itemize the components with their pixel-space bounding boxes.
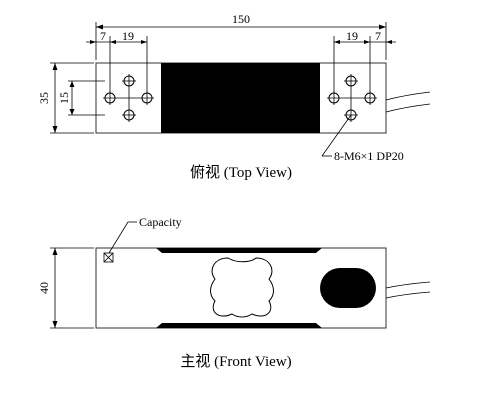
dim-top-height: 35 bbox=[37, 62, 94, 134]
top-view-cable bbox=[385, 91, 431, 101]
top-view-caption: 俯视 (Top View) bbox=[190, 164, 292, 181]
dim-front-height-label: 40 bbox=[37, 282, 51, 294]
top-view: 150 7 19 19 7 bbox=[37, 12, 431, 181]
front-view: Capacity 40 主视 (Front View) bbox=[37, 215, 431, 370]
dim-left-spacing-label: 19 bbox=[122, 29, 134, 43]
dim-hole-spacing-label: 15 bbox=[57, 92, 71, 104]
front-view-bottom-strip bbox=[156, 323, 322, 328]
capacity-marker: Capacity bbox=[103, 215, 182, 263]
dim-right-spacing-label: 19 bbox=[346, 29, 358, 43]
dim-total-width: 150 bbox=[95, 12, 387, 60]
dim-right-small: 19 7 bbox=[333, 29, 396, 92]
top-view-strain-section bbox=[161, 63, 320, 133]
dim-hole-spacing: 15 bbox=[57, 80, 105, 116]
hole-callout-label: 8-M6×1 DP20 bbox=[334, 149, 404, 163]
dim-front-height: 40 bbox=[37, 247, 94, 329]
dim-left-small: 7 19 bbox=[86, 29, 148, 92]
front-view-center-bore bbox=[210, 257, 274, 318]
left-hole-pattern bbox=[103, 74, 154, 122]
front-view-cable-hole bbox=[320, 268, 376, 308]
front-view-top-strip bbox=[156, 248, 322, 253]
dim-total-label: 150 bbox=[232, 12, 250, 26]
front-view-caption: 主视 (Front View) bbox=[180, 353, 291, 370]
front-view-cable bbox=[385, 281, 431, 289]
capacity-label: Capacity bbox=[139, 215, 182, 229]
dim-right-edge-label: 7 bbox=[375, 29, 381, 43]
dim-left-edge-label: 7 bbox=[100, 29, 106, 43]
dim-top-height-label: 35 bbox=[37, 92, 51, 104]
hole-callout: 8-M6×1 DP20 bbox=[321, 114, 404, 163]
